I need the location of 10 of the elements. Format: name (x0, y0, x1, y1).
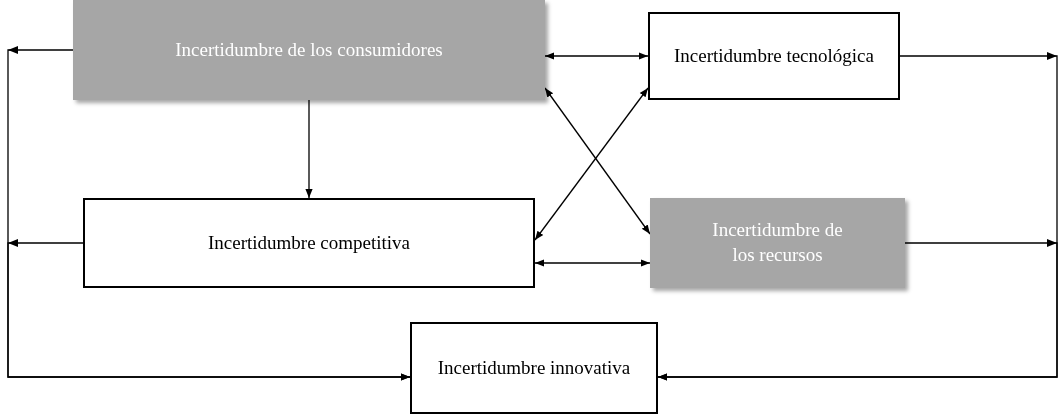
process-box (650, 198, 905, 288)
process-box (648, 12, 900, 100)
box-label: Incertidumbre innovativa (437, 355, 631, 380)
process-box (73, 0, 545, 100)
process-box (83, 198, 535, 288)
process-box (410, 322, 658, 414)
box-label: Incertidumbre de los recursos (711, 218, 844, 267)
box-label: Incertidumbre tecnológica (674, 43, 874, 68)
box-label: Incertidumbre de los consumidores (175, 37, 443, 62)
box-label: Incertidumbre competitiva (207, 230, 411, 255)
